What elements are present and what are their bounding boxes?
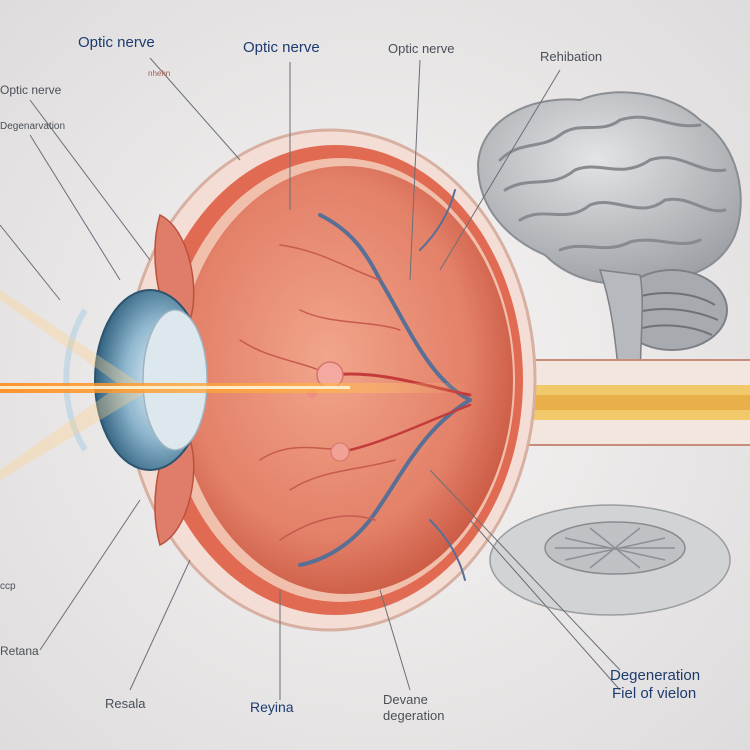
label-ccp: ccp bbox=[0, 581, 16, 592]
label-devane: Devane bbox=[383, 692, 428, 707]
brain-icon bbox=[476, 91, 742, 391]
label-optic-nerve-left: Optic nerve bbox=[0, 83, 62, 97]
label-rehibation: Rehibation bbox=[540, 49, 603, 64]
label-small-top: nhehn bbox=[148, 69, 171, 78]
label-degeneration: Degeneration bbox=[610, 667, 701, 684]
label-resala: Resala bbox=[105, 696, 146, 711]
label-degenarvation: Degenarvation bbox=[0, 121, 66, 132]
label-optic-nerve-1: Optic nerve bbox=[78, 34, 155, 51]
front-of-eye bbox=[63, 213, 208, 547]
label-retana: Retana bbox=[0, 644, 39, 658]
leader-lines bbox=[0, 57, 621, 700]
optic-nerve-tube bbox=[470, 359, 750, 446]
blood-vessels bbox=[239, 189, 472, 581]
label-field-of-vision: Fiel of vielon bbox=[612, 685, 697, 702]
label-optic-nerve-3: Optic nerve bbox=[388, 41, 455, 56]
label-degeration: degeration bbox=[383, 708, 445, 723]
light-beam bbox=[0, 290, 470, 480]
visual-cortex-illustration bbox=[489, 504, 731, 616]
label-optic-nerve-2: Optic nerve bbox=[243, 39, 320, 56]
label-reyina: Reyina bbox=[250, 699, 294, 715]
